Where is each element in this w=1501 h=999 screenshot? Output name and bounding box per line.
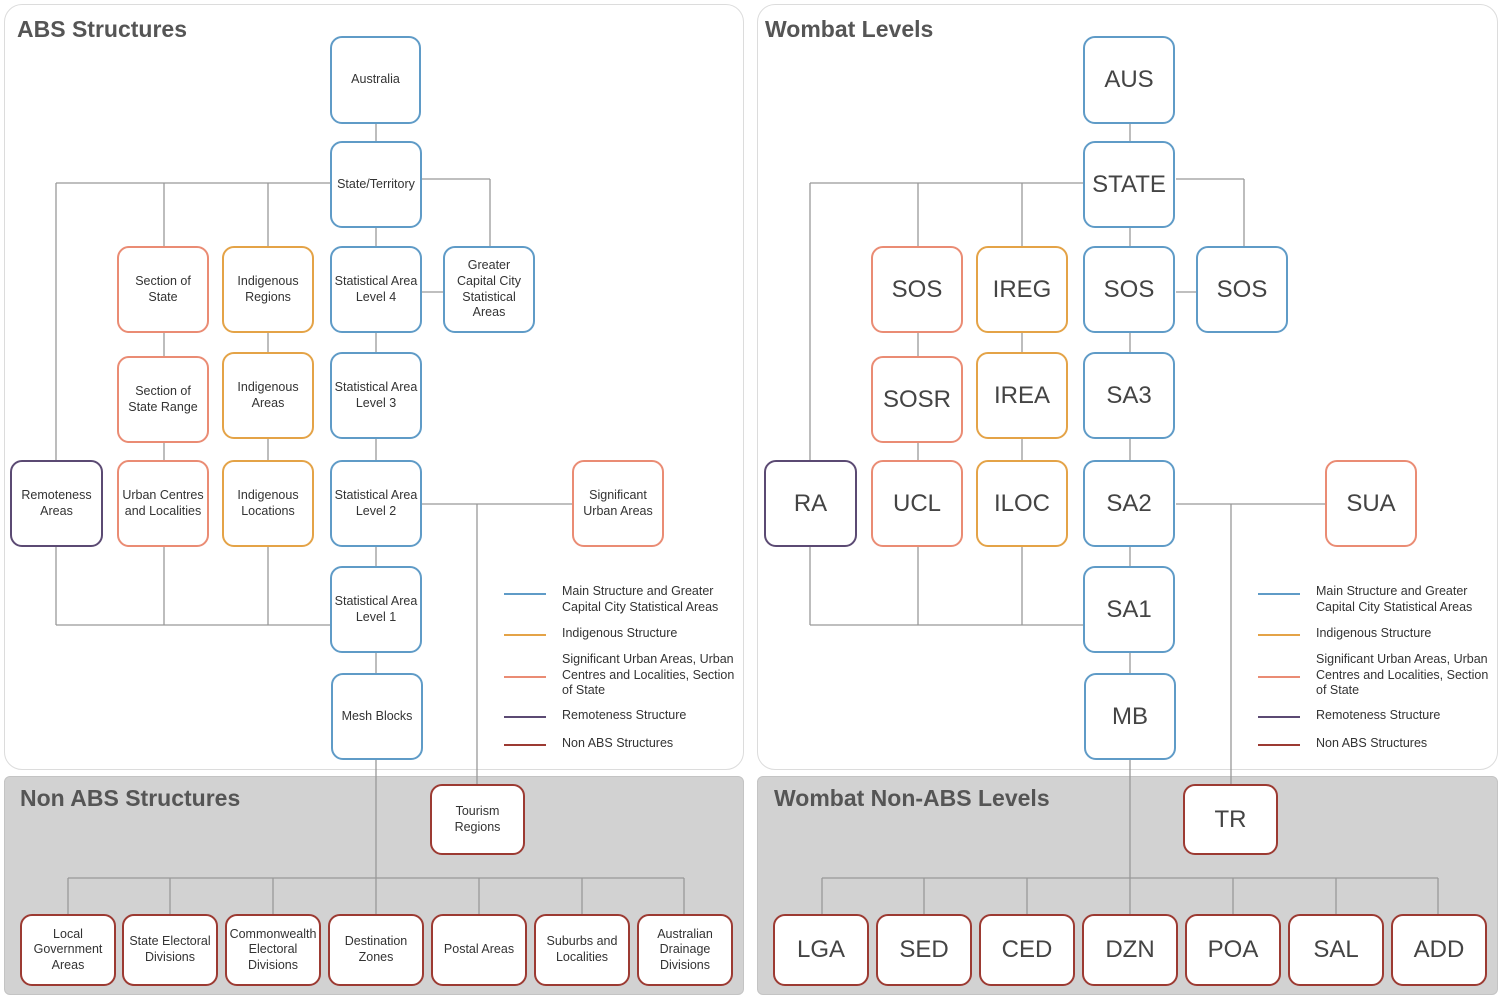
node-indigenous-regions: Indigenous Regions	[222, 246, 314, 333]
wombat-node-sed: SED	[876, 914, 972, 986]
legend-label: Main Structure and Greater Capital City …	[1316, 584, 1473, 614]
legend-swatch	[504, 593, 546, 595]
node-remoteness-areas: Remoteness Areas	[10, 460, 103, 547]
legend-swatch	[1258, 593, 1300, 595]
abs-structures-title: ABS Structures	[17, 16, 187, 42]
wombat-connectors	[809, 124, 1439, 914]
legend-swatch	[1258, 744, 1300, 746]
wombat-node-irea: IREA	[976, 352, 1068, 439]
legend-label: Non ABS Structures	[1316, 736, 1428, 750]
wombat-node-sa1: SA1	[1083, 566, 1175, 653]
wombat-node-ireg: IREG	[976, 246, 1068, 333]
wombat-node-sa2: SA2	[1083, 460, 1175, 547]
wombat-node-dzn: DZN	[1082, 914, 1178, 986]
legend-label: Significant Urban Areas, Urban Centres a…	[562, 652, 735, 698]
wombat-node-ucl: UCL	[871, 460, 963, 547]
wombat-node-iloc: ILOC	[976, 460, 1068, 547]
legend-label: Non ABS Structures	[562, 736, 674, 750]
wombat-levels-title: Wombat Levels	[765, 16, 934, 42]
legend-swatch	[1258, 676, 1300, 678]
wombat-non-abs-levels-title: Wombat Non-ABS Levels	[774, 785, 1050, 811]
wombat-node-lga: LGA	[773, 914, 869, 986]
legend-label: Remoteness Structure	[1316, 708, 1441, 722]
wombat-node-state: STATE	[1083, 141, 1175, 228]
node-mesh-blocks: Mesh Blocks	[331, 673, 423, 760]
node-statistical-area-level-4: Statistical Area Level 4	[330, 246, 422, 333]
wombat-node-sosr: SOSR	[871, 356, 963, 443]
wombat-node-sua: SUA	[1325, 460, 1417, 547]
legend-swatch	[504, 716, 546, 718]
node-tourism-regions: Tourism Regions	[430, 784, 525, 855]
node-statistical-area-level-1: Statistical Area Level 1	[330, 566, 422, 653]
legend-label: Main Structure and Greater Capital City …	[562, 584, 719, 614]
wombat-node-aus: AUS	[1083, 36, 1175, 124]
node-state-territory: State/Territory	[330, 141, 422, 228]
node-destination-zones: Destination Zones	[328, 914, 424, 986]
legend-label: Significant Urban Areas, Urban Centres a…	[1316, 652, 1489, 698]
legend-swatch	[504, 744, 546, 746]
node-statistical-area-level-2: Statistical Area Level 2	[330, 460, 422, 547]
node-local-government-areas: Local Government Areas	[20, 914, 116, 986]
wombat-node-poa: POA	[1185, 914, 1281, 986]
node-greater-capital-city: Greater Capital City Statistical Areas	[443, 246, 535, 333]
wombat-node-sa4: SOS	[1083, 246, 1175, 333]
abs-connectors	[55, 124, 685, 914]
wombat-legend: Main Structure and Greater Capital City …	[1258, 584, 1498, 754]
legend-swatch	[1258, 634, 1300, 636]
node-commonwealth-electoral-divisions: Commonwealth Electoral Divisions	[225, 914, 321, 986]
wombat-node-gccsa: SOS	[1196, 246, 1288, 333]
node-indigenous-areas: Indigenous Areas	[222, 352, 314, 439]
wombat-node-sa3: SA3	[1083, 352, 1175, 439]
node-urban-centres-localities: Urban Centres and Localities	[117, 460, 209, 547]
node-postal-areas: Postal Areas	[431, 914, 527, 986]
wombat-node-add: ADD	[1391, 914, 1487, 986]
wombat-node-sos: SOS	[871, 246, 963, 333]
legend-swatch	[504, 676, 546, 678]
node-statistical-area-level-3: Statistical Area Level 3	[330, 352, 422, 439]
node-section-of-state: Section of State	[117, 246, 209, 333]
wombat-node-mb: MB	[1084, 673, 1176, 760]
legend-swatch	[504, 634, 546, 636]
wombat-node-sal: SAL	[1288, 914, 1384, 986]
wombat-node-ra: RA	[764, 460, 857, 547]
abs-legend: Main Structure and Greater Capital City …	[504, 584, 744, 754]
wombat-node-ced: CED	[979, 914, 1075, 986]
node-indigenous-locations: Indigenous Locations	[222, 460, 314, 547]
node-section-of-state-range: Section of State Range	[117, 356, 209, 443]
node-significant-urban-areas: Significant Urban Areas	[572, 460, 664, 547]
node-suburbs-and-localities: Suburbs and Localities	[534, 914, 630, 986]
legend-swatch	[1258, 716, 1300, 718]
legend-label: Remoteness Structure	[562, 708, 687, 722]
legend-label: Indigenous Structure	[1316, 626, 1432, 640]
node-australian-drainage-divisions: Australian Drainage Divisions	[637, 914, 733, 986]
legend-label: Indigenous Structure	[562, 626, 678, 640]
non-abs-structures-title: Non ABS Structures	[20, 785, 241, 811]
node-state-electoral-divisions: State Electoral Divisions	[122, 914, 218, 986]
wombat-node-tr: TR	[1183, 784, 1278, 855]
node-australia: Australia	[330, 36, 421, 124]
